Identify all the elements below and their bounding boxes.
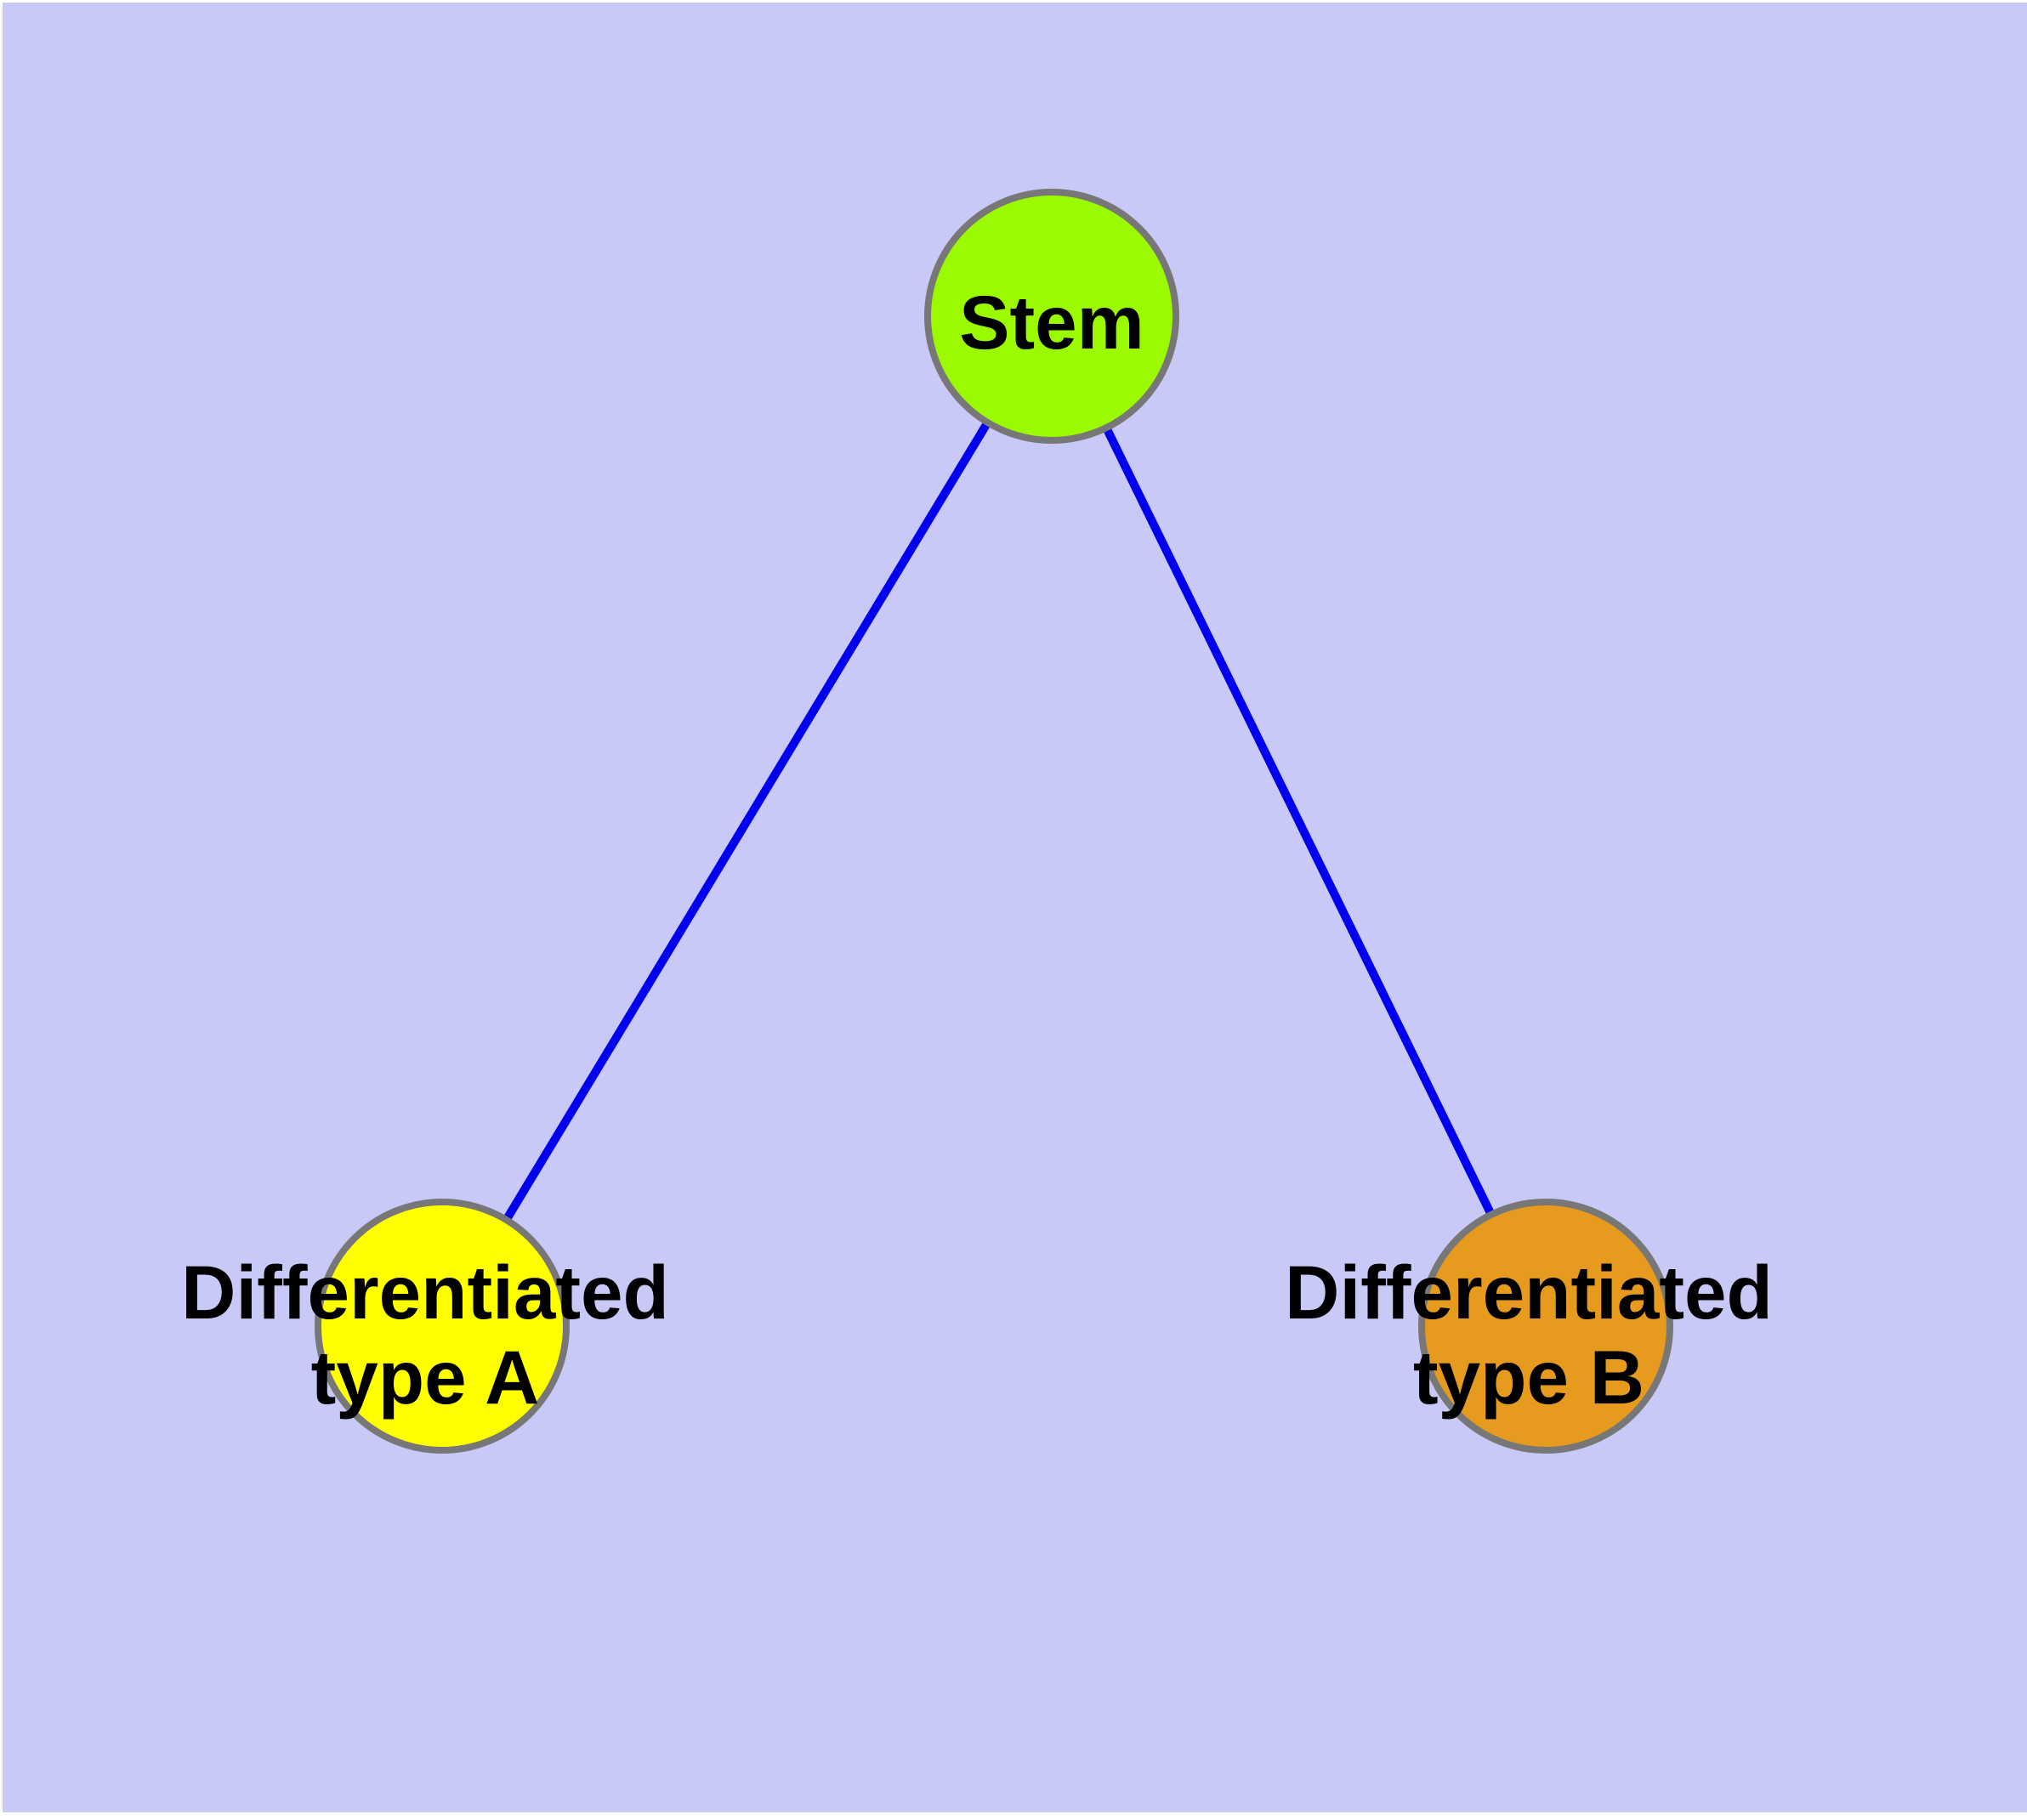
diagram-canvas: Stem Differentiated type A Differentiate… [3, 3, 2027, 1812]
node-differentiated-type-a-label-line2: type A [181, 1335, 669, 1420]
node-differentiated-type-b-label: Differentiated type B [1285, 1250, 1773, 1420]
node-differentiated-type-a-label-line1: Differentiated [181, 1250, 669, 1335]
node-differentiated-type-a-label: Differentiated type A [181, 1250, 669, 1420]
node-stem-label: Stem [959, 280, 1144, 365]
node-differentiated-type-b-label-line1: Differentiated [1285, 1250, 1773, 1335]
edge-stem-to-type-a [442, 316, 1052, 1326]
edge-stem-to-type-b [1052, 316, 1546, 1326]
node-differentiated-type-b-label-line2: type B [1285, 1335, 1773, 1420]
graph-svg [3, 3, 2027, 1820]
node-stem-label-text: Stem [959, 280, 1144, 365]
